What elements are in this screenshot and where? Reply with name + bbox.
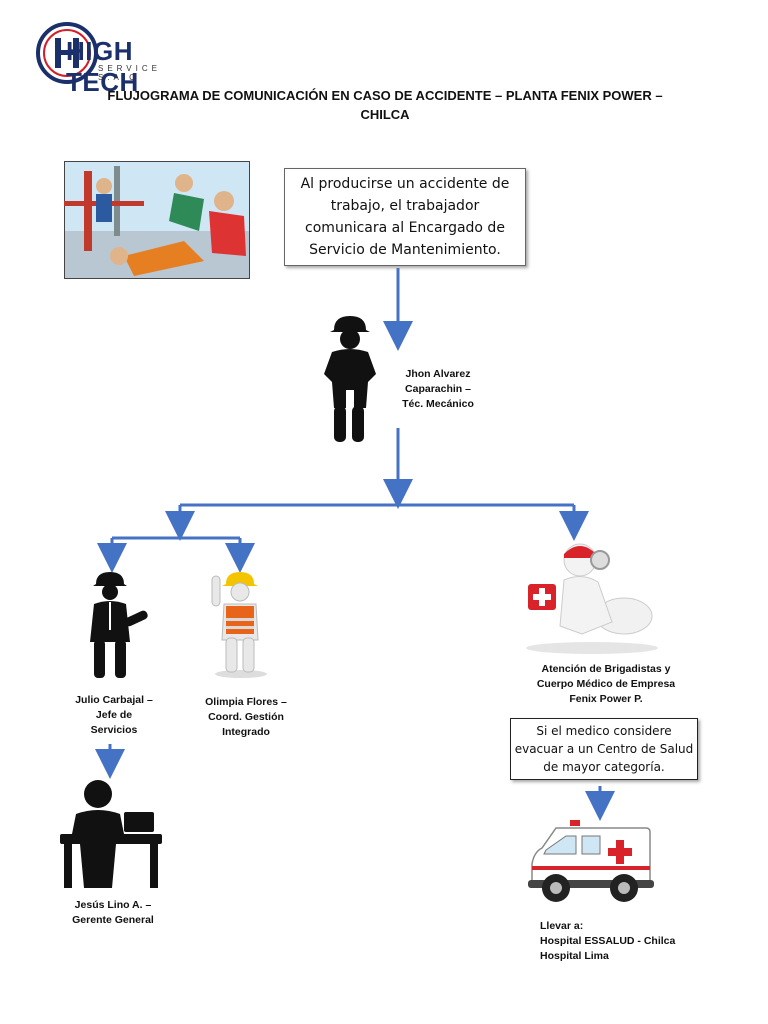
label-line: Llevar a: xyxy=(540,920,584,932)
label-line: Jesús Lino A. – xyxy=(74,899,152,911)
label-line: Fenix Power P. xyxy=(569,693,643,705)
instruction-line: trabajo, el trabajador xyxy=(330,198,480,214)
logo-subtext: SERVICE S.A.C xyxy=(98,64,161,82)
label-line: Hospital ESSALUD - Chilca xyxy=(540,935,676,947)
company-logo: HIGH TECH SERVICE S.A.C xyxy=(34,20,204,97)
accident-instruction-box: Al producirse un accidente de trabajo, e… xyxy=(284,168,526,266)
first-aid-medic-icon xyxy=(526,543,658,654)
label-line: Julio Carbajal – xyxy=(75,694,153,706)
logo-text: HIGH TECH xyxy=(66,36,139,97)
label-line: Jefe de xyxy=(95,709,133,721)
label-line: Servicios xyxy=(90,724,138,736)
manager-desk-icon xyxy=(60,780,162,888)
page-title: FLUJOGRAMA DE COMUNICACIÓN EN CASO DE AC… xyxy=(107,88,663,122)
label-line: Jhon Alvarez xyxy=(405,368,471,380)
accident-scene-image xyxy=(64,161,250,279)
engineer-blueprint-icon xyxy=(90,572,148,678)
worker-hardhat-icon xyxy=(324,316,376,442)
label-line: Gerente General xyxy=(72,914,154,926)
label-line: Olimpia Flores – xyxy=(205,696,287,708)
instruction-line: comunicara al Encargado de xyxy=(305,220,505,236)
evacuation-condition-box: Si el medico considere evacuar a un Cent… xyxy=(510,718,698,780)
jefe-label: Julio Carbajal – Jefe de Servicios xyxy=(60,693,168,738)
brigada-label: Atención de Brigadistas y Cuerpo Médico … xyxy=(520,662,692,707)
hospital-label: Llevar a: Hospital ESSALUD - Chilca Hosp… xyxy=(540,919,710,964)
condition-line: de mayor categoría. xyxy=(543,760,665,774)
label-line: Coord. Gestión xyxy=(208,711,284,723)
instruction-line: Al producirse un accidente de xyxy=(300,176,510,192)
label-line: Atención de Brigadistas y xyxy=(541,663,671,675)
gerente-label: Jesús Lino A. – Gerente General xyxy=(52,898,174,928)
condition-line: evacuar a un Centro de Salud xyxy=(514,742,694,756)
logo-ring-icon xyxy=(36,22,98,84)
label-line: Hospital Lima xyxy=(540,950,609,962)
label-line: Cuerpo Médico de Empresa xyxy=(536,678,676,690)
safety-vest-worker-icon xyxy=(211,572,267,678)
tecnico-label: Jhon Alvarez Caparachin – Téc. Mecánico xyxy=(386,367,490,412)
label-line: Integrado xyxy=(222,726,270,738)
instruction-line: Servicio de Mantenimiento. xyxy=(309,242,501,258)
ambulance-icon xyxy=(528,820,654,902)
label-line: Téc. Mecánico xyxy=(402,398,474,410)
label-line: Caparachin – xyxy=(405,383,471,395)
condition-line: Si el medico considere xyxy=(536,724,672,738)
coord-label: Olimpia Flores – Coord. Gestión Integrad… xyxy=(190,695,302,740)
